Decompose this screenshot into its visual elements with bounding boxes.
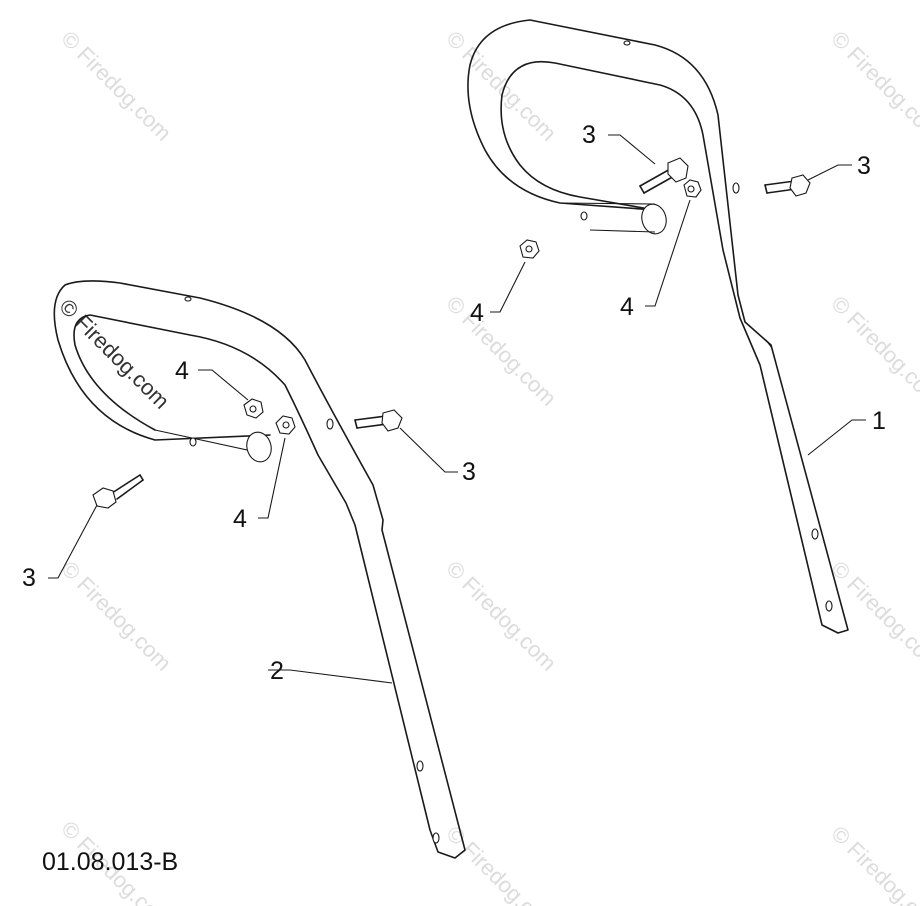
watermark: © Firedog.com [826, 821, 920, 906]
watermark-dark: © Firedog.com [54, 294, 174, 414]
tube-end [246, 431, 272, 463]
callout-part-2: 2 [270, 657, 284, 685]
bolt-b [764, 174, 811, 197]
diagram-code: 01.08.013-B [42, 848, 179, 876]
bolt-c [354, 409, 403, 432]
watermark: © Firedog.com [826, 556, 920, 676]
nut-b [519, 239, 540, 259]
callout-bolt: 3 [857, 152, 871, 180]
watermark: © Firedog.com [56, 556, 176, 676]
leader-lines [48, 134, 866, 684]
watermark: © Firedog.com [441, 556, 561, 676]
watermark-layer: © Firedog.com © Firedog.com © Firedog.co… [54, 26, 920, 906]
watermark: © Firedog.com [826, 26, 920, 146]
callout-bolt: 3 [22, 564, 36, 592]
watermark: © Firedog.com [56, 26, 176, 146]
callout-bolt: 3 [582, 121, 596, 149]
nut-a [683, 179, 702, 198]
callout-part-1: 1 [872, 407, 886, 435]
handle-left [53, 280, 466, 859]
bolt-a [639, 157, 689, 194]
handle-right [467, 19, 849, 634]
callout-nut: 4 [175, 357, 189, 385]
callout-nut: 4 [470, 299, 484, 327]
watermark: © Firedog.com [826, 291, 920, 411]
callout-bolt: 3 [462, 458, 476, 486]
callouts: 1 2 3 3 3 3 4 4 4 4 [22, 121, 886, 685]
bolt-d [92, 474, 144, 509]
nut-d [275, 415, 296, 435]
callout-nut: 4 [620, 293, 634, 321]
nut-c [243, 398, 264, 419]
callout-nut: 4 [233, 505, 247, 533]
watermark: © Firedog.com [441, 26, 561, 146]
watermark: © Firedog.com [441, 821, 561, 906]
tube-end [641, 203, 667, 235]
